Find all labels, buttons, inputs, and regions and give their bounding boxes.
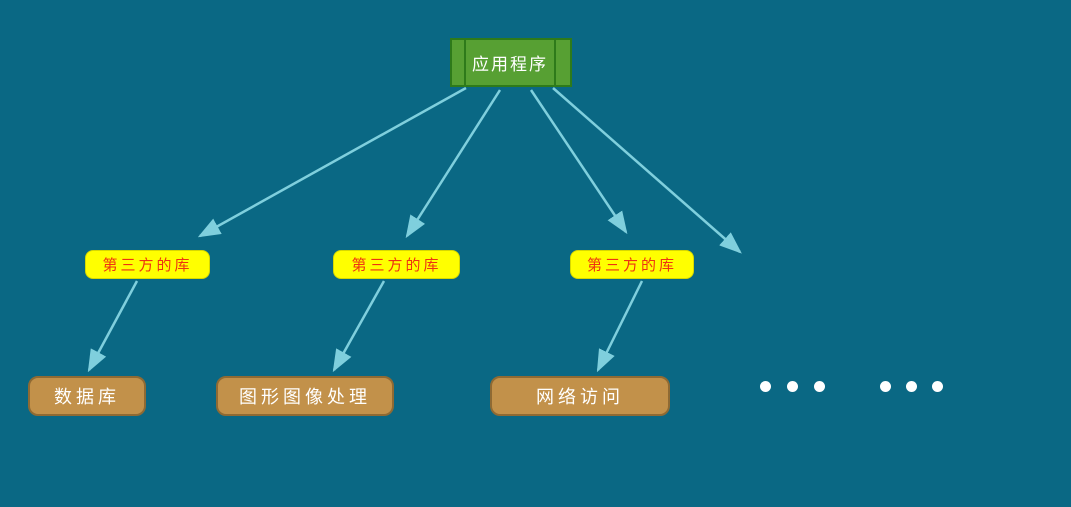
edge-mid-2-to-leaf-2 — [596, 280, 644, 373]
node-graphics-image-processing: 图形图像处理 — [216, 376, 394, 416]
node-graphics-image-processing-label: 图形图像处理 — [239, 387, 371, 408]
ellipsis-dot — [906, 381, 917, 392]
node-third-party-lib-2-label: 第三方的库 — [351, 256, 442, 274]
node-network-access: 网络访问 — [490, 376, 670, 416]
ellipsis-group-2 — [880, 381, 943, 392]
ellipsis-dot — [787, 381, 798, 392]
node-application-right-cell — [554, 40, 570, 85]
ellipsis-group-1 — [760, 381, 825, 392]
ellipsis-dot — [814, 381, 825, 392]
node-third-party-lib-3-label: 第三方的库 — [586, 256, 677, 274]
ellipsis-dot — [880, 381, 891, 392]
edge-root-to-ellipsis — [552, 87, 742, 254]
ellipsis-dot — [932, 381, 943, 392]
edge-root-to-mid-2 — [529, 89, 628, 235]
node-third-party-lib-2: 第三方的库 — [333, 250, 460, 279]
node-database-label: 数据库 — [54, 387, 120, 408]
node-third-party-lib-3: 第三方的库 — [570, 250, 694, 279]
edge-mid-1-to-leaf-1 — [332, 280, 386, 373]
edge-root-to-mid-1 — [405, 89, 502, 239]
edge-mid-0-to-leaf-0 — [87, 280, 139, 373]
node-application: 应用程序 — [450, 38, 572, 87]
node-third-party-lib-1-label: 第三方的库 — [102, 256, 193, 274]
edge-root-to-mid-0 — [197, 86, 467, 238]
node-application-label: 应用程序 — [472, 55, 548, 75]
ellipsis-dot — [760, 381, 771, 392]
node-application-left-cell — [452, 40, 466, 85]
node-network-access-label: 网络访问 — [536, 387, 624, 408]
node-third-party-lib-1: 第三方的库 — [85, 250, 210, 279]
node-database: 数据库 — [28, 376, 146, 416]
